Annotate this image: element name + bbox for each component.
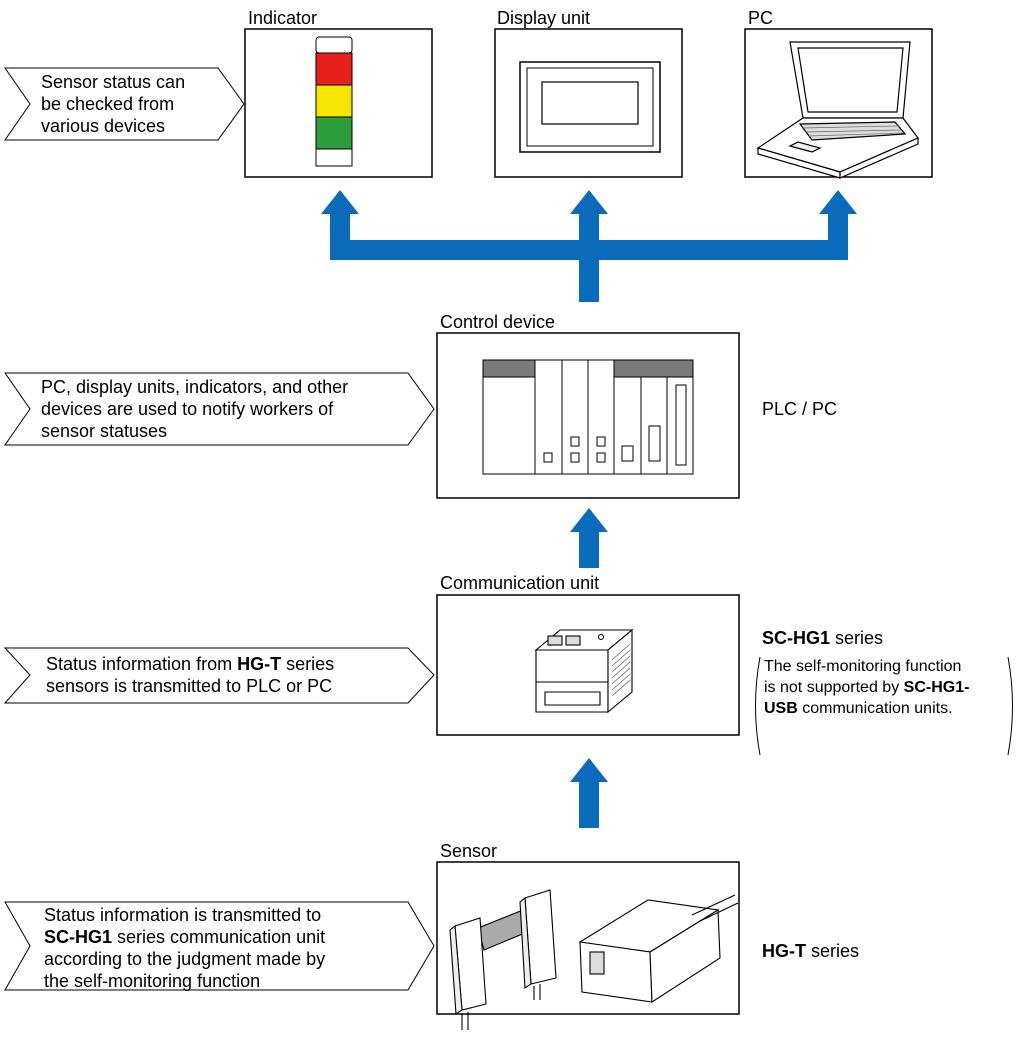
display-panel-icon [519,61,661,153]
pc-label: PC [748,8,774,28]
callout-sensor-line2: SC-HG1 series communication unit [44,927,326,947]
sensor-devices-icon [449,889,739,1030]
arrow-comm-to-control [570,508,608,568]
callout-comm-line2: sensors is transmitted to PLC or PC [46,676,333,696]
callout-shape-comm [3,647,435,704]
distribution-arrows [321,190,857,302]
callout-control-line1: PC, display units, indicators, and other [41,377,349,397]
plc-rack-icon [482,359,694,475]
laptop-icon [756,41,919,179]
note-line3: USB communication units. [764,700,953,717]
note-line1: The self-monitoring function [764,658,962,675]
callout-top-line3: various devices [41,116,166,136]
sc-hg1-title: SC-HG1 series [762,628,884,648]
comm-unit-icon [534,628,634,714]
callout-shape-top [4,67,245,141]
sensor-label: Sensor [440,841,498,861]
control-device-label: Control device [440,312,556,332]
signal-tower-icon [315,36,353,167]
callout-control-line2: devices are used to notify workers of [41,399,334,419]
note-bracket-left [755,656,761,756]
callout-comm-line1: Status information from HG-T series [46,654,335,674]
callout-shape-sensor [4,901,435,991]
callout-shape-control [4,372,435,446]
arrow-sensor-to-comm [570,758,608,828]
note-line2: is not supported by SC-HG1- [764,679,970,696]
callout-control-line3: sensor statuses [41,421,168,441]
indicator-label: Indicator [248,8,318,28]
callout-top-line2: be checked from [41,94,175,114]
callout-top-line1: Sensor status can [41,72,186,92]
display-unit-label: Display unit [497,8,591,28]
callout-sensor-line1: Status information is transmitted to [44,905,322,925]
callout-sensor-line3: according to the judgment made by [44,949,326,969]
communication-unit-label: Communication unit [440,573,600,593]
callout-sensor-line4: the self-monitoring function [44,971,261,991]
plc-pc-label: PLC / PC [762,399,838,419]
hg-t-title: HG-T series [762,941,860,961]
note-bracket-right [1007,656,1013,756]
